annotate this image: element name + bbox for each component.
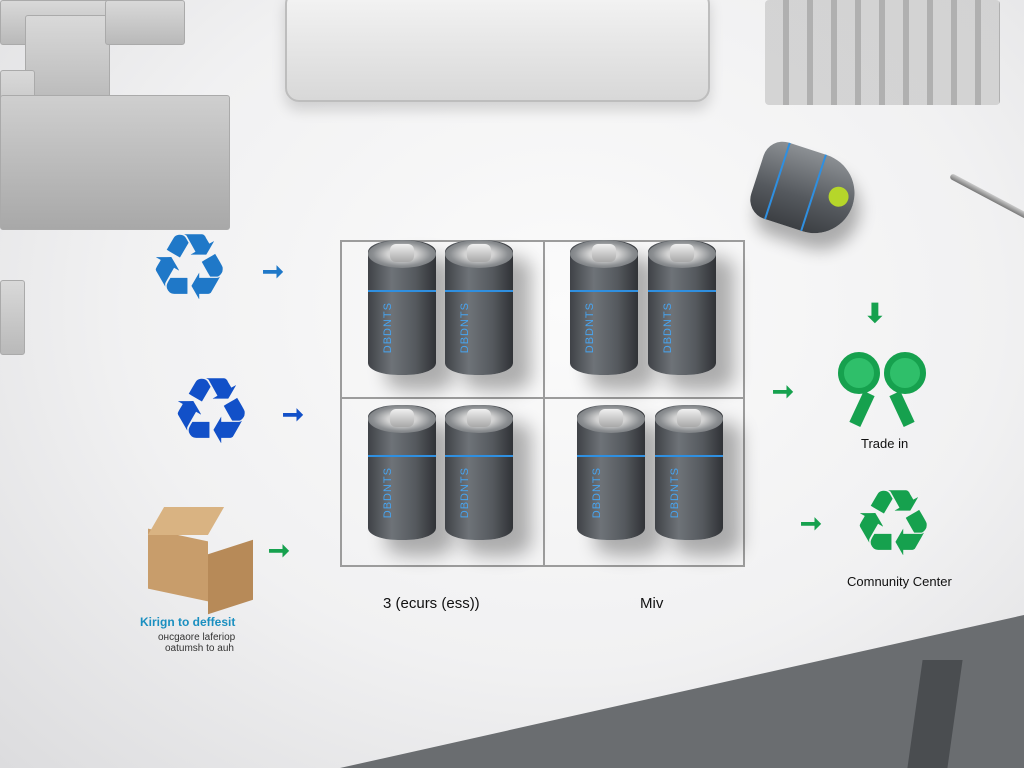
arrow-down-icon: ⬇ (864, 298, 886, 328)
recycle-icon: ♻ (170, 361, 253, 463)
recycle-icon: ♻ (148, 217, 231, 319)
battery-label: DBDNTS (662, 302, 674, 354)
battery: DBDNTS (368, 405, 436, 540)
box-title: Kirign to deffesit (140, 615, 236, 629)
arrow-right-icon: ➞ (268, 535, 290, 565)
box-subtitle: oatumsh to auh (165, 643, 234, 654)
battery: DBDNTS (648, 240, 716, 375)
battery-label: DBDNTS (459, 302, 471, 354)
battery: DBDNTS (445, 405, 513, 540)
storage-blocks (0, 0, 235, 355)
battery-label: DBDNTS (584, 302, 596, 354)
arrow-right-icon: ➞ (772, 376, 794, 406)
arrow-right-icon: ➞ (262, 256, 284, 286)
cardboard-box-icon (147, 507, 253, 615)
battery: DBDNTS (577, 405, 645, 540)
battery: DBDNTS (655, 405, 723, 540)
community-center-label: Comnunity Center (847, 574, 952, 589)
trade-in-label: Trade in (861, 436, 909, 451)
arrow-right-icon: ➞ (282, 399, 304, 429)
battery-label: DBDNTS (382, 467, 394, 519)
grid-left-label: 3 (ecurs (ess)) (383, 595, 480, 612)
arrow-right-icon: ➞ (800, 508, 822, 538)
battery: DBDNTS (570, 240, 638, 375)
trade-in-icon (838, 352, 930, 427)
battery-label: DBDNTS (382, 302, 394, 354)
recycle-icon: ♻ (852, 473, 935, 575)
battery-label: DBDNTS (459, 467, 471, 519)
box-subtitle: oнсgaore laferiop (158, 632, 236, 643)
battery-sorting-grid (340, 240, 745, 567)
battery: DBDNTS (368, 240, 436, 375)
battery: DBDNTS (445, 240, 513, 375)
battery-label: DBDNTS (591, 467, 603, 519)
battery-label: DBDNTS (669, 467, 681, 519)
electronic-device (285, 0, 710, 102)
tower-structure (765, 0, 1000, 105)
grid-right-label: Miv (640, 595, 664, 612)
